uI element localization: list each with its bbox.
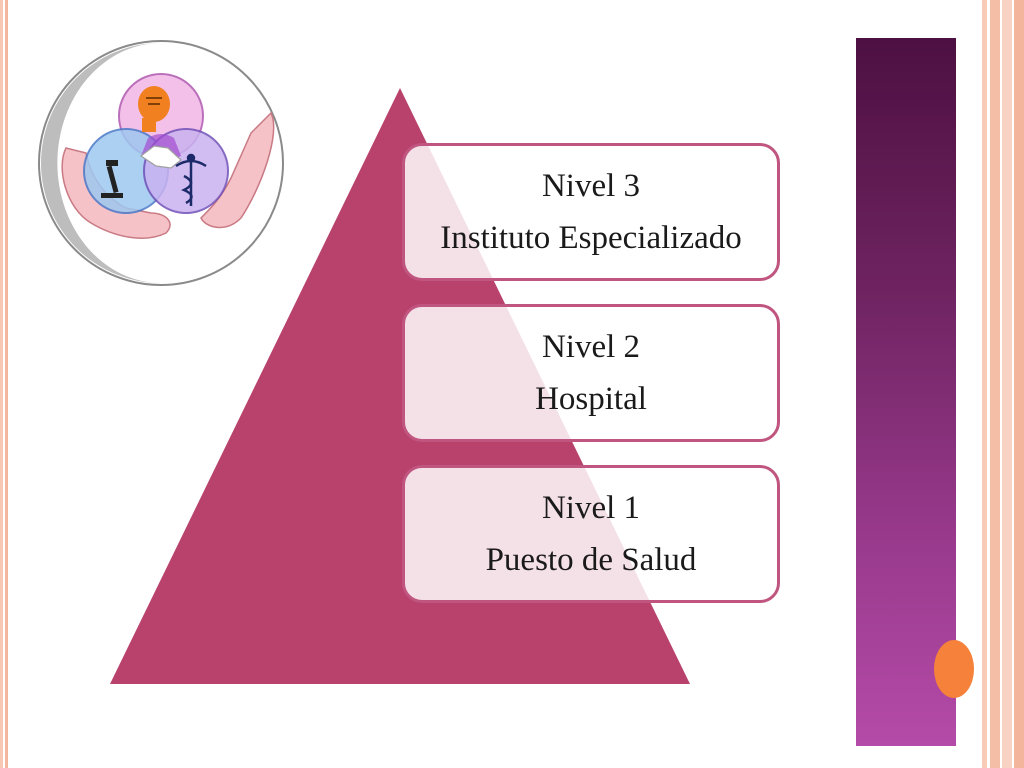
pyramid-level-1: Nivel 1 Puesto de Salud <box>402 465 780 603</box>
level-name: Instituto Especializado <box>440 220 742 256</box>
right-border-stripe <box>978 0 1024 768</box>
microscope-icon <box>101 160 123 198</box>
handshake-icon <box>139 145 182 169</box>
pyramid-level-3: Nivel 3 Instituto Especializado <box>402 143 780 281</box>
level-number: Nivel 2 <box>541 329 641 365</box>
health-logo <box>38 40 284 286</box>
level-number: Nivel 3 <box>541 168 641 204</box>
level-name: Hospital <box>535 381 647 417</box>
venn-circles <box>83 73 229 214</box>
level-name: Puesto de Salud <box>485 542 697 578</box>
purple-side-bar <box>856 38 956 746</box>
caduceus-icon <box>175 153 207 206</box>
level-number: Nivel 1 <box>541 490 641 526</box>
pyramid-level-2: Nivel 2 Hospital <box>402 304 780 442</box>
orange-accent-dot <box>934 640 974 698</box>
left-border-stripe <box>0 0 8 768</box>
head-icon <box>138 86 170 132</box>
